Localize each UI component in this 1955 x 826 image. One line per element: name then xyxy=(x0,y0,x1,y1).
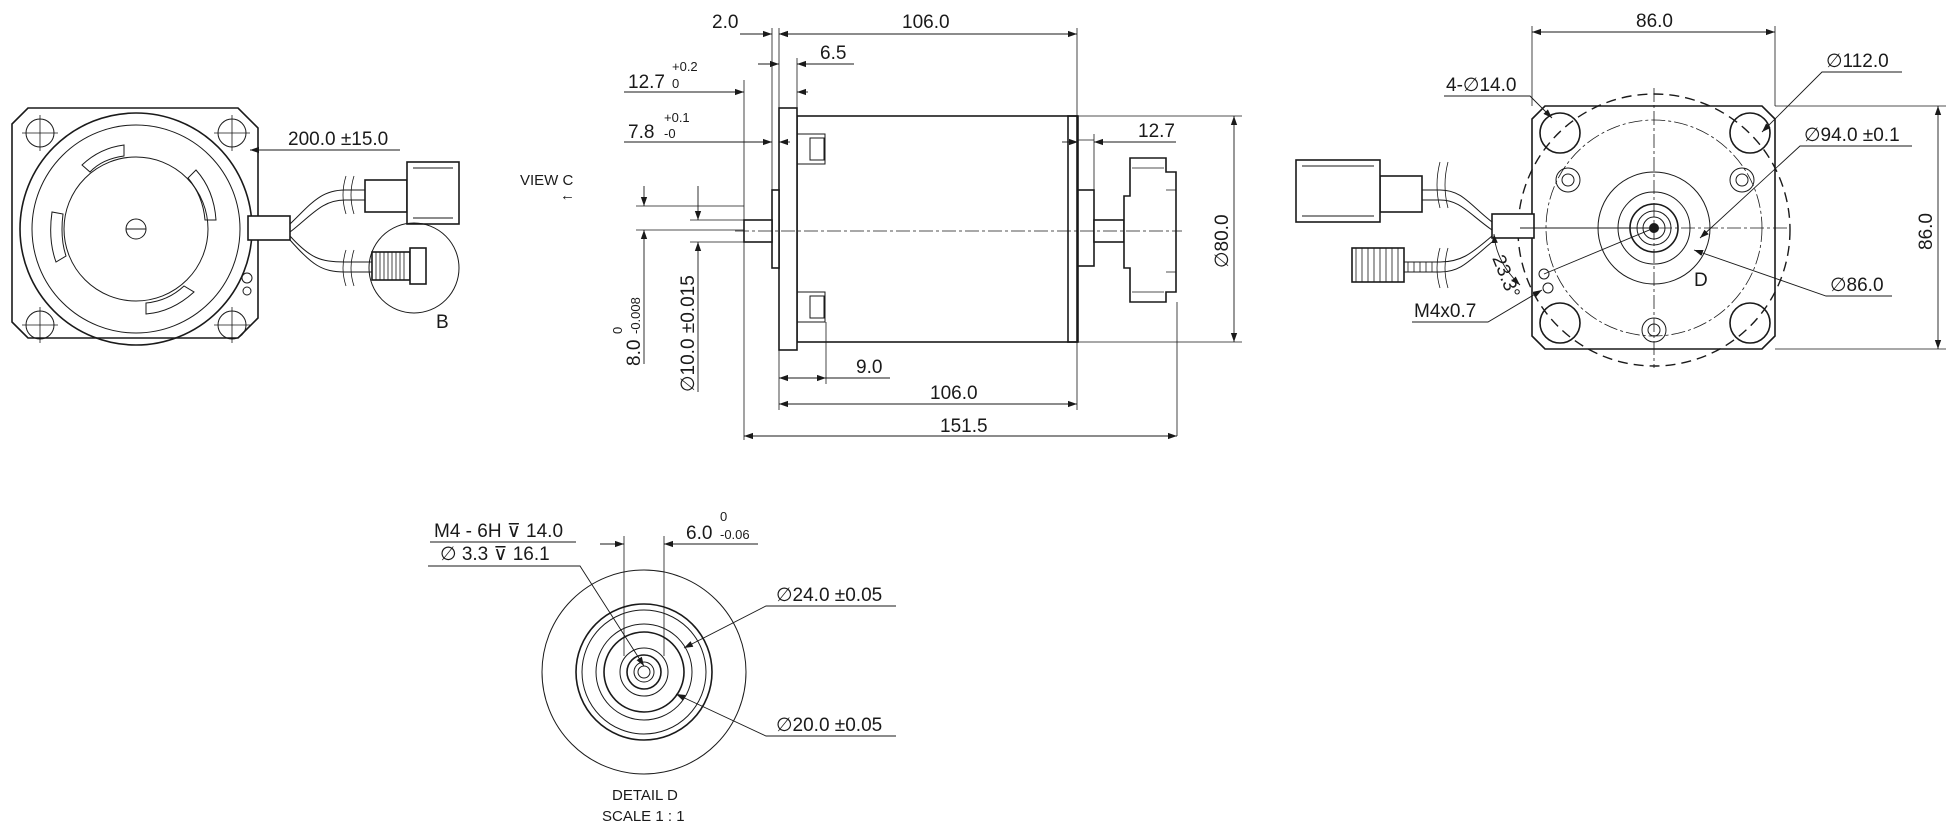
flat-tol-top: 0 xyxy=(610,327,625,334)
flange-thickness-dim: 2.0 xyxy=(712,12,738,33)
key-width-dim: 6.0 xyxy=(686,523,712,544)
body-length-bottom-dim: 106.0 xyxy=(930,383,978,404)
pilot-depth-tol-low: 0 xyxy=(672,76,679,91)
flat-tol-low: -0.008 xyxy=(628,297,643,334)
rear-view: 86.0 86.0 4-∅14.0 ∅112.0 ∅94.0 ±0.1 ∅86.… xyxy=(1295,11,1946,368)
rotor-slots xyxy=(50,144,217,315)
pitch-diameter-dim: ∅94.0 ±0.1 xyxy=(1804,125,1900,146)
detail-d-scale: SCALE 1 : 1 xyxy=(602,808,685,825)
detail-d-title: DETAIL D xyxy=(612,787,678,804)
pilot-depth-dim: 12.7 xyxy=(628,72,665,93)
outer-diameter-dim: ∅112.0 xyxy=(1826,51,1889,72)
cable-length-dim: 200.0 ±15.0 xyxy=(288,129,388,150)
screw-dim: M4x0.7 xyxy=(1414,301,1476,322)
shaft-length-tol-low: -0 xyxy=(664,126,676,141)
flat-height-dim: 8.0 xyxy=(624,340,645,366)
shaft-diameter-dim: ∅10.0 ±0.015 xyxy=(678,275,699,392)
rear-boss-dim: 12.7 xyxy=(1138,121,1175,142)
shaft-length-dim: 7.8 xyxy=(628,122,654,143)
mount-holes xyxy=(22,115,250,343)
rear-mount-holes xyxy=(1539,112,1771,344)
body-length-top-dim: 106.0 xyxy=(902,12,950,33)
pilot-depth-tol-up: +0.2 xyxy=(672,59,698,74)
flange-offset-dim: 9.0 xyxy=(856,357,882,378)
rear-height-dim: 86.0 xyxy=(1916,213,1937,250)
thread-spec-line1: M4 - 6H ⊽ 14.0 xyxy=(434,521,563,542)
inner-diameter-dim: ∅86.0 xyxy=(1830,275,1884,296)
key-tol-top: 0 xyxy=(720,509,727,524)
thread-spec-line2: ∅ 3.3 ⊽ 16.1 xyxy=(440,544,550,565)
front-view: 200.0 ±15.0 B VIEW C ← xyxy=(11,107,575,346)
detail-b-label: B xyxy=(436,312,449,333)
detail-d: 6.0 0 -0.06 M4 - 6H ⊽ 14.0 ∅ 3.3 ⊽ 16.1 … xyxy=(428,509,896,825)
view-c-label: VIEW C xyxy=(520,172,574,189)
angle-dim: 23.3° xyxy=(1487,252,1523,301)
rear-width-dim: 86.0 xyxy=(1636,11,1673,32)
body-diameter-dim: ∅80.0 xyxy=(1212,214,1233,268)
detail-d-label: D xyxy=(1694,270,1708,291)
inner-hub-diameter-dim: ∅20.0 ±0.05 xyxy=(776,715,882,736)
view-c-arrow: ← xyxy=(560,187,575,204)
key-tol-low: -0.06 xyxy=(720,527,750,542)
mount-holes-dim: 4-∅14.0 xyxy=(1446,75,1516,96)
shaft-length-tol-up: +0.1 xyxy=(664,110,690,125)
boss-length-dim: 6.5 xyxy=(820,43,846,64)
side-view: 2.0 106.0 6.5 12.7 +0.2 0 7.8 +0.1 -0 12… xyxy=(610,12,1242,440)
overall-length-dim: 151.5 xyxy=(940,416,988,437)
outer-hub-diameter-dim: ∅24.0 ±0.05 xyxy=(776,585,882,606)
